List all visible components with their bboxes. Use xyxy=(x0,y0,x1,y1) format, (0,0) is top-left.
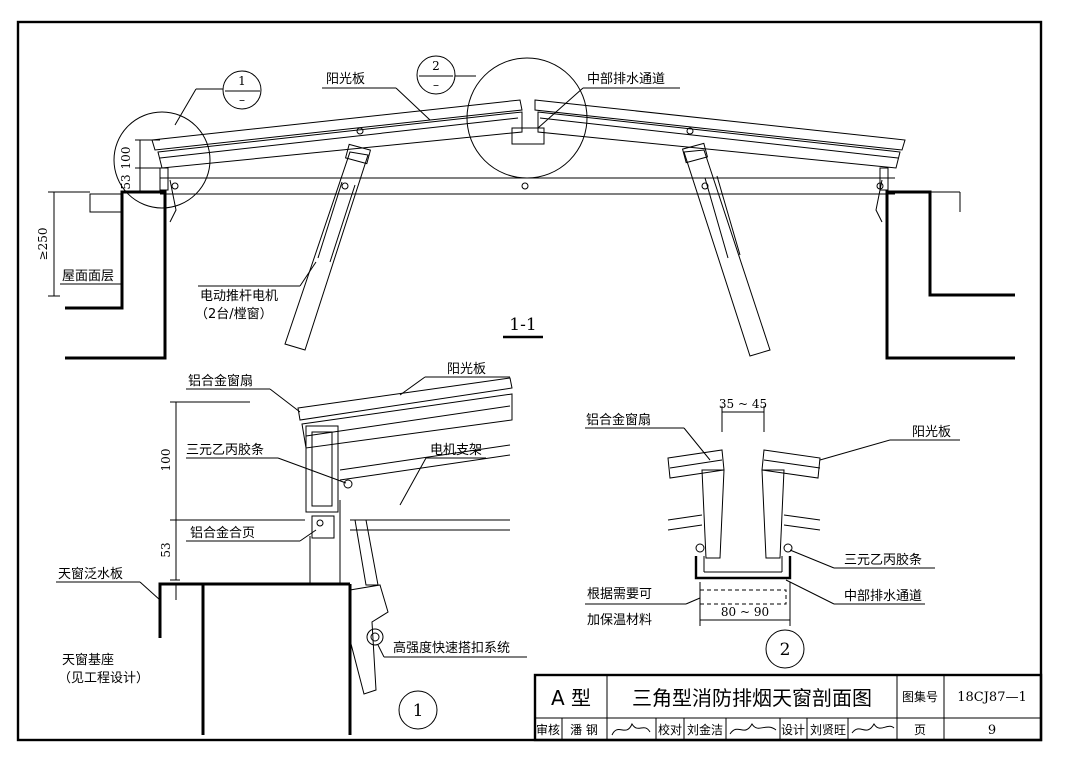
sheet-border xyxy=(16,20,1043,742)
tb-checker: 刘金洁 xyxy=(687,722,723,737)
d2-insulation-1: 根据需要可 xyxy=(587,587,652,602)
label-sunshine-board-top: 阳光板 xyxy=(326,72,365,87)
d2-dim-gap: 35 ~ 45 xyxy=(719,397,767,411)
tb-designer: 刘贤旺 xyxy=(810,723,846,737)
label-roof-layer: 屋面面层 xyxy=(62,269,114,284)
section-label: 1-1 xyxy=(509,315,536,335)
tb-page-no: 9 xyxy=(988,723,996,738)
d1-dim-53: 53 xyxy=(159,542,173,557)
tb-review-label: 审核 xyxy=(536,722,560,737)
tb-title: 三角型消防排烟天窗剖面图 xyxy=(632,686,872,710)
callout-2-number: 2 xyxy=(432,59,440,73)
title-block-frame xyxy=(533,673,1043,742)
d2-dim-width: 80 ~ 90 xyxy=(721,605,769,619)
callout-1-sub: – xyxy=(239,93,245,107)
signatures xyxy=(611,722,895,736)
d2-sunshine-board: 阳光板 xyxy=(912,425,951,440)
dim-top-100: 100 xyxy=(119,147,133,170)
tb-page-label: 页 xyxy=(914,723,926,737)
tb-design-label: 设计 xyxy=(781,723,805,737)
tb-atlas-label: 图集号 xyxy=(902,689,938,704)
tb-reviewer: 潘 钢 xyxy=(570,723,598,737)
callout-1-number: 1 xyxy=(238,74,246,88)
d1-base: 天窗基座 xyxy=(62,652,114,668)
callout-2-sub: – xyxy=(433,78,439,92)
d1-snap-system: 高强度快速搭扣系统 xyxy=(393,640,510,656)
tb-type: A 型 xyxy=(551,686,591,710)
dim-top-250: ≥250 xyxy=(36,228,50,261)
d1-epdm: 三元乙丙胶条 xyxy=(186,442,264,458)
d1-alu-hinge: 铝合金合页 xyxy=(190,525,255,541)
label-actuator-qty: （2台/樘窗） xyxy=(195,306,273,322)
d1-flashing: 天窗泛水板 xyxy=(58,566,123,582)
detail-1 xyxy=(56,376,527,735)
tb-atlas-no: 18CJ87—1 xyxy=(957,690,1027,705)
d2-alu-sash: 铝合金窗扇 xyxy=(586,412,651,428)
d1-base-note: （见工程设计） xyxy=(58,671,149,686)
d2-number: 2 xyxy=(780,640,791,660)
label-center-drain-top: 中部排水通道 xyxy=(587,72,665,87)
tb-check-label: 校对 xyxy=(658,722,682,737)
d2-insulation-2: 加保温材料 xyxy=(587,613,652,628)
d1-motor-bracket: 电机支架 xyxy=(430,443,482,458)
d1-sunshine-board: 阳光板 xyxy=(447,362,486,377)
d1-alu-sash: 铝合金窗扇 xyxy=(188,373,253,389)
detail-2 xyxy=(585,406,960,669)
dim-top-53: 53 xyxy=(119,174,133,189)
label-actuator: 电动推杆电机 xyxy=(200,289,278,304)
d1-dim-100: 100 xyxy=(159,449,173,472)
d1-number: 1 xyxy=(413,701,424,721)
d2-center-drain: 中部排水通道 xyxy=(844,589,922,604)
d2-epdm: 三元乙丙胶条 xyxy=(844,552,922,568)
section-1-1 xyxy=(48,55,1015,360)
